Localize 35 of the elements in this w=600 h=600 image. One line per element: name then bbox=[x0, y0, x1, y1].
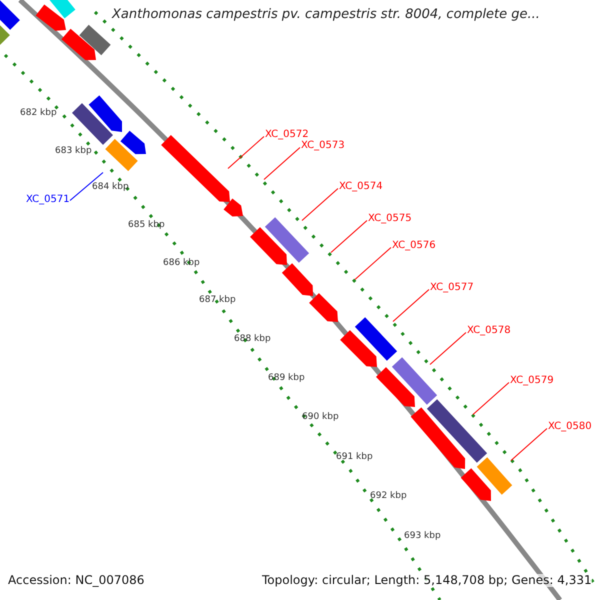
leader-line bbox=[472, 382, 510, 415]
tick-label: 686 kbp bbox=[163, 259, 200, 269]
tick-label: 689 kbp bbox=[268, 374, 305, 384]
leader-line bbox=[354, 247, 392, 280]
map-title: Xanthomonas campestris pv. campestris str. 8004, complete ge... bbox=[112, 8, 540, 22]
accession-text: Accession: NC_007086 bbox=[8, 574, 144, 588]
gene-label: XC_0575 bbox=[368, 213, 412, 224]
tick-label: 690 kbp bbox=[302, 413, 339, 423]
gene-label: XC_0578 bbox=[467, 325, 511, 336]
tick-label: 688 kbp bbox=[234, 335, 271, 345]
tick-label: 684 kbp bbox=[92, 183, 129, 193]
leader-line bbox=[264, 147, 300, 180]
gene-label: XC_0579 bbox=[510, 375, 554, 386]
tick-label: 691 kbp bbox=[336, 453, 373, 463]
leader-line bbox=[302, 188, 338, 221]
leader-line bbox=[430, 332, 466, 365]
leader-line bbox=[330, 220, 368, 253]
gene-label: XC_0571 bbox=[26, 194, 70, 205]
gene-label: XC_0577 bbox=[430, 282, 474, 293]
gene-label: XC_0580 bbox=[548, 421, 592, 432]
tick-label: 687 kbp bbox=[199, 296, 236, 306]
genome-summary-text: Topology: circular; Length: 5,148,708 bp; Genes: 4,331 bbox=[262, 574, 592, 588]
tick-label: 685 kbp bbox=[128, 221, 165, 231]
gene-label: XC_0574 bbox=[339, 181, 383, 192]
gene-label: XC_0576 bbox=[392, 240, 436, 251]
leader-line bbox=[510, 428, 548, 461]
leader-line bbox=[70, 172, 104, 201]
gene-label: XC_0573 bbox=[301, 140, 345, 151]
tick-label: 692 kbp bbox=[370, 492, 407, 502]
leader-line bbox=[228, 136, 264, 169]
gene-label: XC_0572 bbox=[265, 129, 309, 140]
leader-line bbox=[392, 289, 430, 322]
tick-label: 683 kbp bbox=[55, 147, 92, 157]
tick-label: 682 kbp bbox=[20, 109, 57, 119]
tick-label: 693 kbp bbox=[404, 532, 441, 542]
